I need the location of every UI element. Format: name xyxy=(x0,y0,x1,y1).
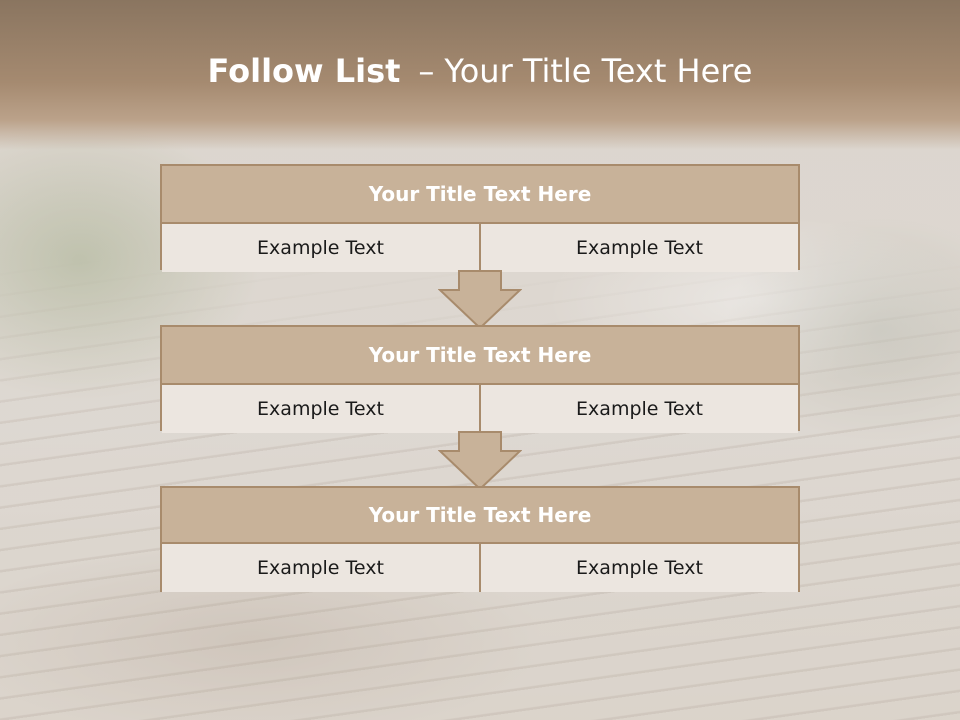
title-rest-part: Your Title Text Here xyxy=(444,52,753,90)
step-cells-2: Example Text Example Text xyxy=(162,385,798,433)
title-separator: – xyxy=(418,52,435,90)
step-cells-1: Example Text Example Text xyxy=(162,224,798,272)
step-block-1[interactable]: Your Title Text Here Example Text Exampl… xyxy=(160,164,800,272)
step-block-2[interactable]: Your Title Text Here Example Text Exampl… xyxy=(160,325,800,433)
step-title-1[interactable]: Your Title Text Here xyxy=(162,166,798,224)
down-arrow-icon xyxy=(438,431,522,491)
step-title-2[interactable]: Your Title Text Here xyxy=(162,327,798,385)
step-2-right-text[interactable]: Example Text xyxy=(479,385,798,433)
slide-title[interactable]: Follow List–Your Title Text Here xyxy=(0,52,960,90)
step-1-left-text[interactable]: Example Text xyxy=(162,224,479,272)
step-3-right-text[interactable]: Example Text xyxy=(479,544,798,592)
step-3-left-text[interactable]: Example Text xyxy=(162,544,479,592)
step-1-right-text[interactable]: Example Text xyxy=(479,224,798,272)
step-title-3[interactable]: Your Title Text Here xyxy=(162,488,798,544)
step-cells-3: Example Text Example Text xyxy=(162,544,798,592)
step-2-left-text[interactable]: Example Text xyxy=(162,385,479,433)
step-block-3[interactable]: Your Title Text Here Example Text Exampl… xyxy=(160,486,800,592)
title-bold-part: Follow List xyxy=(207,52,401,90)
header-band xyxy=(0,0,960,150)
down-arrow-icon xyxy=(438,270,522,330)
